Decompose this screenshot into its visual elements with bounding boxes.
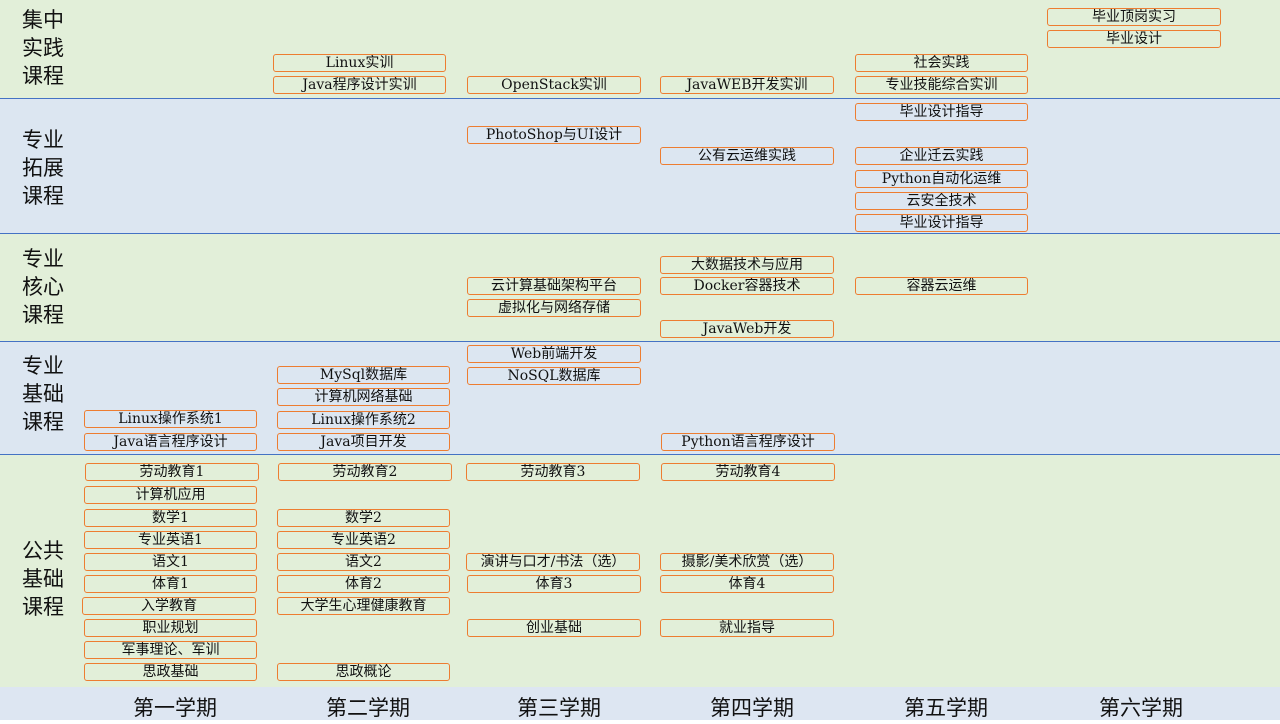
course-box: 毕业设计指导	[855, 214, 1028, 232]
course-box: 体育2	[277, 575, 450, 593]
semester-label: 第二学期	[326, 696, 410, 720]
band-divider	[0, 341, 1280, 342]
course-box: 毕业设计	[1047, 30, 1221, 48]
semester-label: 第四学期	[710, 696, 794, 720]
course-box: Docker容器技术	[660, 277, 834, 295]
course-box: 就业指导	[660, 619, 834, 637]
course-box: 社会实践	[855, 54, 1028, 72]
course-box: 军事理论、军训	[84, 641, 257, 659]
course-box: JavaWEB开发实训	[660, 76, 834, 94]
course-box: 劳动教育1	[85, 463, 259, 481]
course-box: 思政基础	[84, 663, 257, 681]
course-box: 大学生心理健康教育	[277, 597, 450, 615]
course-box: 公有云运维实践	[660, 147, 834, 165]
course-box: 毕业顶岗实习	[1047, 8, 1221, 26]
band-extension	[0, 99, 1280, 233]
band-divider	[0, 98, 1280, 99]
course-box: Linux操作系统2	[277, 411, 450, 429]
band-public	[0, 455, 1280, 687]
course-box: Java语言程序设计	[84, 433, 257, 451]
category-extension-label: 专业 拓展 课程	[22, 128, 64, 208]
course-box: 摄影/美术欣赏（选）	[660, 553, 834, 571]
semester-footer	[0, 687, 1280, 720]
category-practice-label: 集中 实践 课程	[22, 8, 64, 88]
course-box: 专业技能综合实训	[855, 76, 1028, 94]
course-box: 演讲与口才/书法（选）	[466, 553, 640, 571]
course-box: Java项目开发	[277, 433, 450, 451]
course-box: OpenStack实训	[467, 76, 641, 94]
semester-label: 第一学期	[133, 696, 217, 720]
band-divider	[0, 454, 1280, 455]
course-box: 语文1	[84, 553, 257, 571]
band-divider	[0, 233, 1280, 234]
course-box: 虚拟化与网络存储	[467, 299, 641, 317]
course-box: 思政概论	[277, 663, 450, 681]
category-foundation-label: 专业 基础 课程	[22, 354, 64, 434]
course-box: Python语言程序设计	[661, 433, 835, 451]
course-box: 劳动教育3	[466, 463, 640, 481]
course-box: 专业英语2	[277, 531, 450, 549]
semester-label: 第三学期	[517, 696, 601, 720]
course-box: 大数据技术与应用	[660, 256, 834, 274]
course-box: JavaWeb开发	[660, 320, 834, 338]
semester-label: 第五学期	[904, 696, 988, 720]
course-box: Linux操作系统1	[84, 410, 257, 428]
course-box: 劳动教育2	[278, 463, 452, 481]
course-box: 计算机应用	[84, 486, 257, 504]
course-box: NoSQL数据库	[467, 367, 641, 385]
category-public-label: 公共 基础 课程	[22, 539, 64, 619]
course-box: 体育3	[467, 575, 641, 593]
course-box: 云安全技术	[855, 192, 1028, 210]
course-box: 入学教育	[82, 597, 256, 615]
course-box: 语文2	[277, 553, 450, 571]
course-box: 创业基础	[467, 619, 641, 637]
course-box: MySql数据库	[277, 366, 450, 384]
course-box: 劳动教育4	[661, 463, 835, 481]
course-box: 容器云运维	[855, 277, 1028, 295]
course-box: Web前端开发	[467, 345, 641, 363]
course-box: 企业迁云实践	[855, 147, 1028, 165]
semester-label: 第六学期	[1099, 696, 1183, 720]
course-box: Linux实训	[273, 54, 446, 72]
course-box: 计算机网络基础	[277, 388, 450, 406]
category-core-label: 专业 核心 课程	[22, 247, 64, 327]
course-box: PhotoShop与UI设计	[467, 126, 641, 144]
course-box: 体育4	[660, 575, 834, 593]
course-box: 毕业设计指导	[855, 103, 1028, 121]
course-box: 体育1	[84, 575, 257, 593]
course-box: 数学1	[84, 509, 257, 527]
course-box: 数学2	[277, 509, 450, 527]
course-box: 云计算基础架构平台	[467, 277, 641, 295]
course-box: 职业规划	[84, 619, 257, 637]
course-box: Python自动化运维	[855, 170, 1028, 188]
course-box: Java程序设计实训	[273, 76, 446, 94]
course-box: 专业英语1	[84, 531, 257, 549]
